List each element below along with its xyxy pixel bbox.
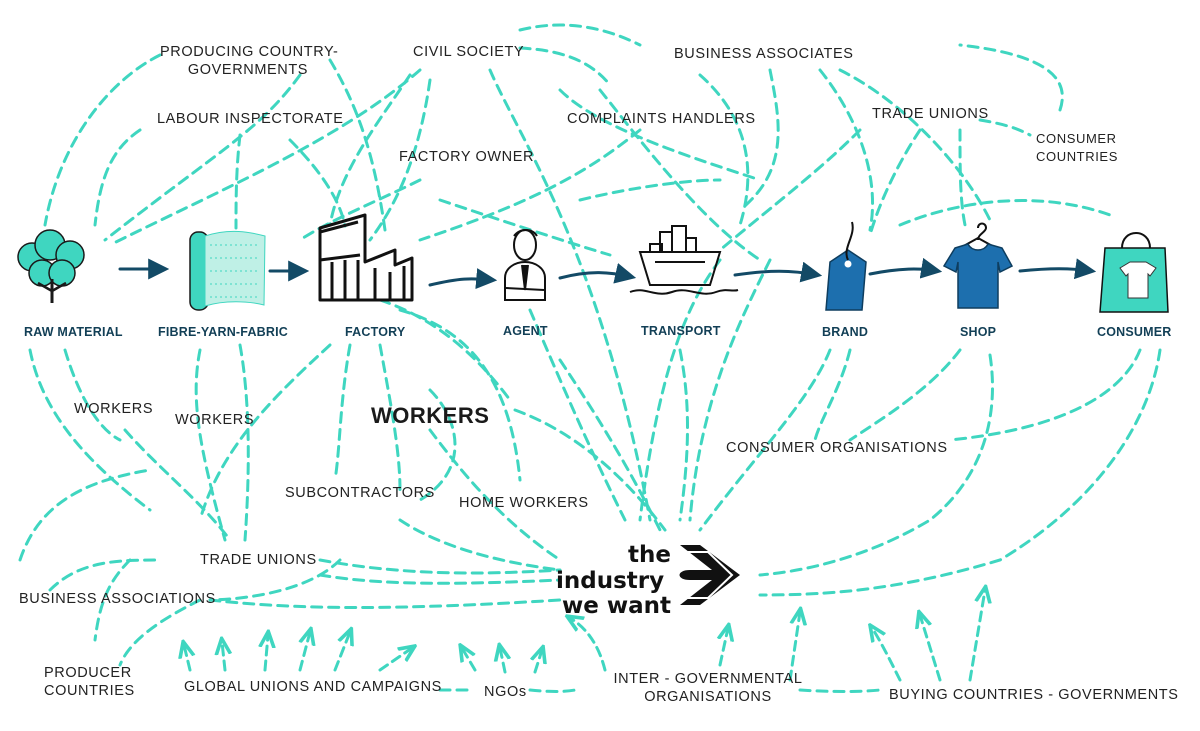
stage-brand: BRAND bbox=[822, 325, 869, 339]
actor-global-unions: GLOBAL UNIONS AND CAMPAIGNS bbox=[184, 679, 442, 695]
actor-labour-inspectorate: LABOUR INSPECTORATE bbox=[157, 111, 344, 127]
actor-producer-countries-line-2: COUNTRIES bbox=[44, 683, 135, 699]
stage-agent: AGENT bbox=[503, 324, 548, 338]
actor-workers-fibre: WORKERS bbox=[175, 412, 255, 428]
actor-factory-owner: FACTORY OWNER bbox=[399, 149, 535, 165]
actor-business-associations: BUSINESS ASSOCIATIONS bbox=[19, 591, 216, 607]
arrow-logo-icon bbox=[679, 545, 740, 605]
actor-producer-countries: PRODUCER COUNTRIES bbox=[44, 664, 135, 700]
actor-consumer-countries: CONSUMER COUNTRIES bbox=[1036, 130, 1118, 166]
stage-shop: SHOP bbox=[960, 325, 997, 339]
factory-building-icon bbox=[318, 213, 414, 302]
actor-inter-gov-line-1: INTER - GOVERNMENTAL bbox=[613, 671, 803, 687]
actor-home-workers: HOME WORKERS bbox=[459, 495, 589, 511]
logo-line-3: we want bbox=[562, 593, 671, 619]
cotton-plant-icon bbox=[17, 229, 85, 303]
upward-arrows bbox=[184, 590, 985, 682]
actor-inter-governmental: INTER - GOVERNMENTAL ORGANISATIONS bbox=[612, 670, 804, 706]
logo-line-1: the bbox=[628, 542, 671, 568]
actor-producing-line-2: GOVERNMENTS bbox=[187, 62, 309, 78]
connection-lines bbox=[18, 23, 1162, 693]
tshirt-hanger-icon bbox=[942, 222, 1014, 309]
actor-business-associates: BUSINESS ASSOCIATES bbox=[674, 46, 854, 62]
actor-consumer-organisations: CONSUMER ORGANISATIONS bbox=[726, 440, 948, 456]
industry-logo: the industry we want bbox=[556, 542, 671, 619]
actor-civil-society: CIVIL SOCIETY bbox=[413, 44, 525, 60]
actor-buying-countries: BUYING COUNTRIES - GOVERNMENTS bbox=[889, 687, 1179, 703]
stage-consumer: CONSUMER bbox=[1097, 325, 1172, 339]
actor-ngos: NGOs bbox=[484, 684, 527, 700]
actor-workers-raw: WORKERS bbox=[74, 401, 154, 417]
actor-complaints-handlers: COMPLAINTS HANDLERS bbox=[567, 111, 756, 127]
stage-raw-material: RAW MATERIAL bbox=[24, 325, 123, 339]
shopping-bag-icon bbox=[1099, 232, 1169, 313]
stage-factory: FACTORY bbox=[345, 325, 406, 339]
actor-inter-gov-line-2: ORGANISATIONS bbox=[644, 689, 772, 705]
ship-icon bbox=[629, 225, 739, 295]
actor-consumer-countries-line-1: CONSUMER bbox=[1036, 131, 1117, 146]
agent-person-icon bbox=[504, 229, 546, 301]
actor-trade-unions-bottom: TRADE UNIONS bbox=[200, 552, 317, 568]
actor-trade-unions-top: TRADE UNIONS bbox=[872, 106, 989, 122]
fabric-roll-icon bbox=[189, 230, 266, 311]
actor-producing-country-governments: PRODUCING COUNTRY- GOVERNMENTS bbox=[160, 43, 339, 79]
actor-consumer-countries-line-2: COUNTRIES bbox=[1036, 149, 1118, 164]
stage-fibre-yarn-fabric: FIBRE-YARN-FABRIC bbox=[158, 325, 289, 339]
price-tag-icon bbox=[825, 221, 867, 311]
stage-transport: TRANSPORT bbox=[641, 324, 721, 338]
actor-subcontractors: SUBCONTRACTORS bbox=[285, 485, 435, 501]
flow-arrows bbox=[118, 257, 1097, 290]
actor-producer-countries-line-1: PRODUCER bbox=[44, 665, 132, 681]
actor-producing-line-1: PRODUCING COUNTRY- bbox=[160, 44, 339, 60]
logo-line-2: industry bbox=[556, 568, 664, 594]
actor-workers-main: WORKERS bbox=[371, 403, 490, 428]
